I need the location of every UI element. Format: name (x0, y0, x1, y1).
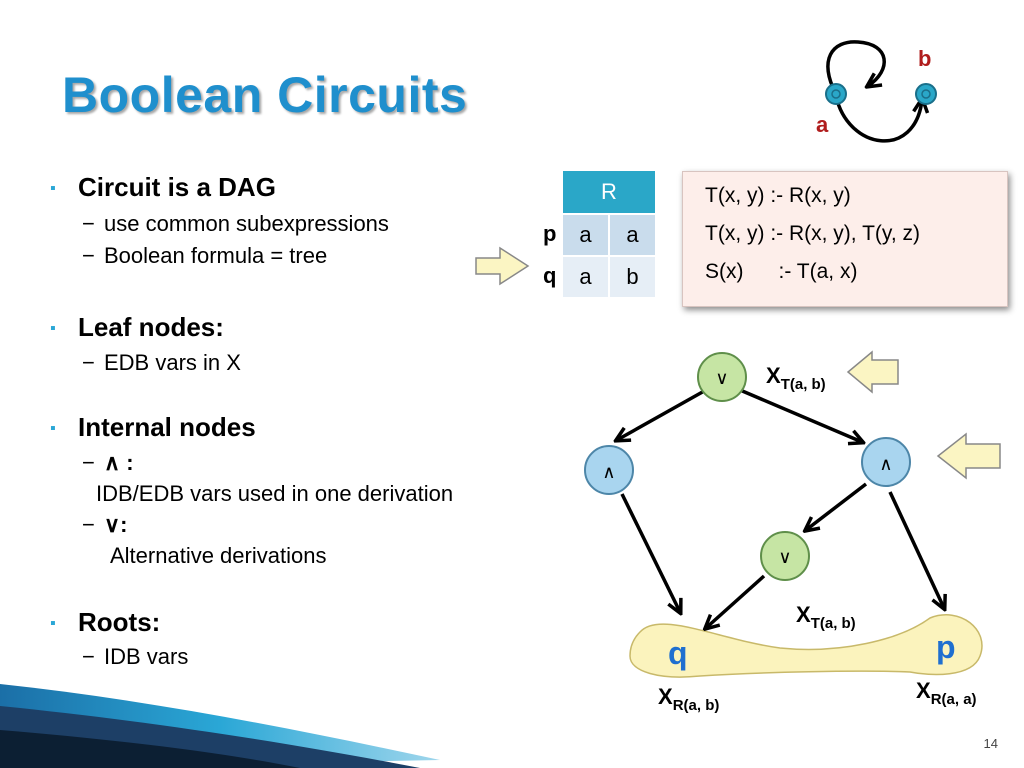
row-label-p: p (543, 221, 557, 246)
bullet-leaf-nodes: Leaf nodes: (50, 312, 224, 343)
and-node-left-symbol: ∧ (602, 462, 615, 482)
table-cell: a (563, 213, 609, 256)
slide-title: Boolean Circuits (62, 67, 468, 123)
edge-mid-q (706, 574, 766, 628)
graph-label-a: a (816, 112, 829, 137)
sub-text: EDB vars in X (104, 350, 241, 375)
sub-text: ∨: (104, 512, 128, 537)
graph-node-b-ring (921, 89, 931, 99)
table-cell: a (563, 255, 609, 297)
leaf-p: p (936, 629, 956, 665)
block-arrow-right-node (936, 432, 1001, 480)
and-node-right (861, 437, 911, 487)
bullet-circuit-dag: Circuit is a DAG (50, 172, 276, 203)
small-graph: a b (816, 40, 937, 143)
graph-node-a-ring (831, 89, 841, 99)
leaf-band (629, 614, 983, 678)
or-node-top (697, 352, 747, 402)
graph-node-a (825, 83, 847, 105)
table-cell: b (608, 255, 655, 297)
or-node-top-symbol: ∨ (715, 368, 728, 388)
label-right-leaf-var: XR(a, a) (916, 678, 977, 708)
edge-right-mid (806, 482, 868, 530)
graph-node-b (915, 83, 937, 105)
and-node-left (584, 445, 634, 495)
sub-idb-vars: −IDB vars (82, 644, 189, 669)
table-cell: a (608, 213, 655, 256)
decorative-swoosh (0, 684, 440, 768)
table-row: a a (563, 213, 655, 256)
edge-arrow-a-b (834, 96, 922, 143)
datalog-rules-box: T(x, y) :- R(x, y) T(x, y) :- R(x, y), T… (682, 171, 1008, 307)
label-mid-var: XT(a, b) (796, 602, 856, 632)
relation-header: R (563, 171, 655, 214)
edge-right-p (888, 491, 944, 608)
rule-1: T(x, y) :- R(x, y) (705, 184, 851, 207)
sub-text: Boolean formula = tree (104, 243, 328, 268)
sub-idb-edb-derivation: IDB/EDB vars used in one derivation (96, 481, 454, 506)
graph-label-b: b (918, 46, 931, 71)
label-left-leaf-var: XR(a, b) (658, 684, 719, 714)
sub-text: use common subexpressions (104, 211, 389, 236)
block-arrow-to-table (475, 246, 530, 286)
edge-left-q (620, 493, 680, 612)
or-node-middle (760, 531, 810, 581)
or-node-middle-symbol: ∨ (778, 547, 791, 567)
table-row: a b (563, 255, 655, 297)
self-loop-arrow (826, 40, 886, 95)
rule-3: S(x) :- T(a, x) (705, 260, 858, 283)
page-number: 14 (983, 736, 998, 751)
sub-text: ∧ : (104, 450, 134, 475)
sub-boolean-formula: −Boolean formula = tree (82, 243, 328, 268)
bullet-internal-nodes: Internal nodes (50, 412, 256, 443)
and-node-right-symbol: ∧ (879, 454, 892, 474)
sub-common-subexpressions: −use common subexpressions (82, 211, 389, 236)
rule-2: T(x, y) :- R(x, y), T(y, z) (705, 222, 921, 245)
row-label-q: q (543, 263, 557, 288)
sub-and-node: −∧ : (82, 450, 134, 475)
label-top-var: XT(a, b) (766, 363, 826, 393)
edge-top-left (617, 388, 707, 440)
block-arrow-top-node (846, 350, 899, 394)
relation-table: R a a a b (563, 171, 655, 297)
bullet-roots: Roots: (50, 607, 160, 638)
sub-or-node: −∨: (82, 512, 128, 537)
edge-top-right (739, 388, 862, 442)
leaf-q: q (668, 635, 688, 671)
sub-text: IDB vars (104, 644, 189, 669)
sub-alternative-derivations: Alternative derivations (110, 543, 327, 568)
sub-edb-vars: −EDB vars in X (82, 350, 241, 375)
